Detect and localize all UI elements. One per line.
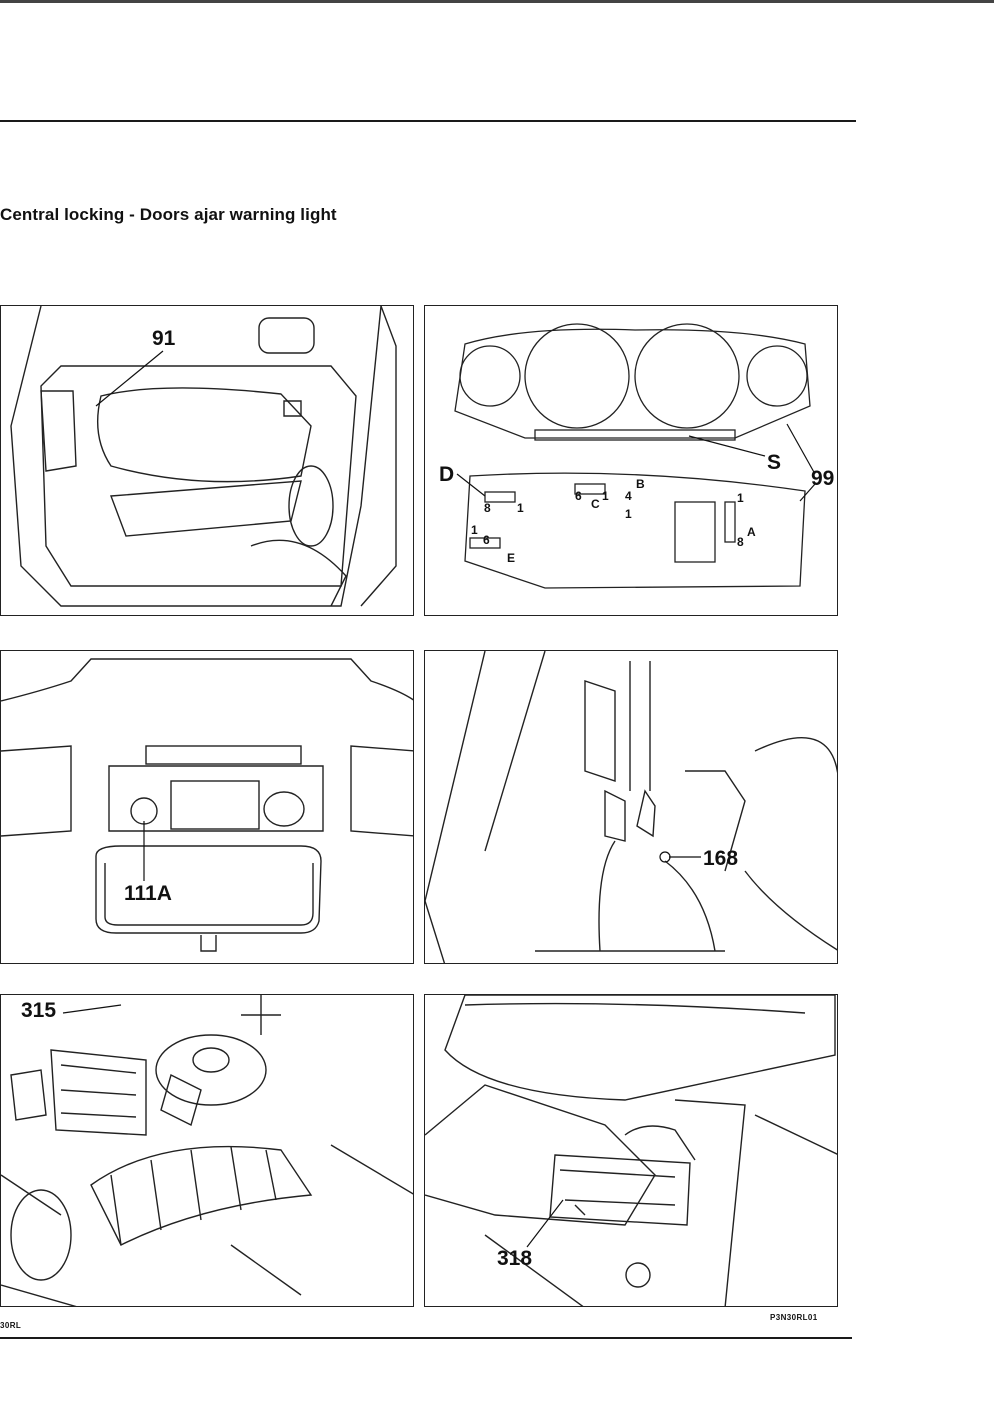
connector-label-8b: 8	[737, 535, 744, 549]
callout-315: 315	[21, 999, 57, 1022]
connector-label-1: 1	[517, 501, 524, 515]
callout-S: S	[767, 451, 782, 474]
callout-168: 168	[703, 847, 739, 870]
callout-168-leader	[659, 851, 701, 863]
connector-label-B: B	[636, 477, 645, 491]
callout-318: 318	[497, 1247, 533, 1270]
connector-label-6: 6	[575, 489, 582, 503]
callout-111A: 111A	[124, 882, 172, 905]
engine-bay-illustration	[1, 995, 413, 1306]
panel-boot: 168	[424, 650, 838, 964]
connector-label-6b: 6	[483, 533, 490, 547]
panel-roof-light: 111A	[0, 650, 414, 964]
top-scan-edge	[0, 0, 994, 3]
connector-label-4: 4	[625, 489, 632, 503]
panel-door: 91	[0, 305, 414, 616]
callout-99: 99	[811, 467, 835, 490]
door-illustration	[10, 306, 397, 607]
connector-label-1e: 1	[471, 523, 478, 537]
callout-111A-leader	[143, 821, 145, 881]
panel-engine-bay: 315	[0, 994, 414, 1307]
connector-label-C: C	[591, 497, 600, 511]
instrument-callout-leaders	[456, 423, 816, 502]
connector-label-A: A	[747, 525, 756, 539]
callout-318-leader	[526, 1199, 564, 1248]
boot-illustration	[425, 651, 837, 963]
footer-rule	[0, 1337, 852, 1339]
roof-light-illustration	[1, 658, 413, 952]
figure-code: P3N30RL01	[770, 1313, 818, 1322]
instrument-illustration	[454, 323, 811, 589]
callout-315-leader	[62, 1004, 122, 1014]
page-title: Central locking - Doors ajar warning lig…	[0, 205, 337, 224]
connector-label-1d: 1	[737, 491, 744, 505]
connector-label-1b: 1	[602, 489, 609, 503]
callout-D: D	[439, 463, 455, 486]
panel-instrument-cluster: S 99 D 8 1 6 C 1 4 B 1 1 A 8 1 6 E	[424, 305, 838, 616]
connector-label-1c: 1	[625, 507, 632, 521]
panel-seat: 318	[424, 994, 838, 1307]
footer-left-code: 30RL	[0, 1321, 22, 1330]
connector-label-8: 8	[484, 501, 491, 515]
callout-91: 91	[152, 327, 176, 350]
header-rule	[0, 120, 856, 122]
connector-label-E: E	[507, 551, 516, 565]
callout-91-leader	[95, 350, 164, 407]
seat-illustration	[425, 995, 837, 1306]
